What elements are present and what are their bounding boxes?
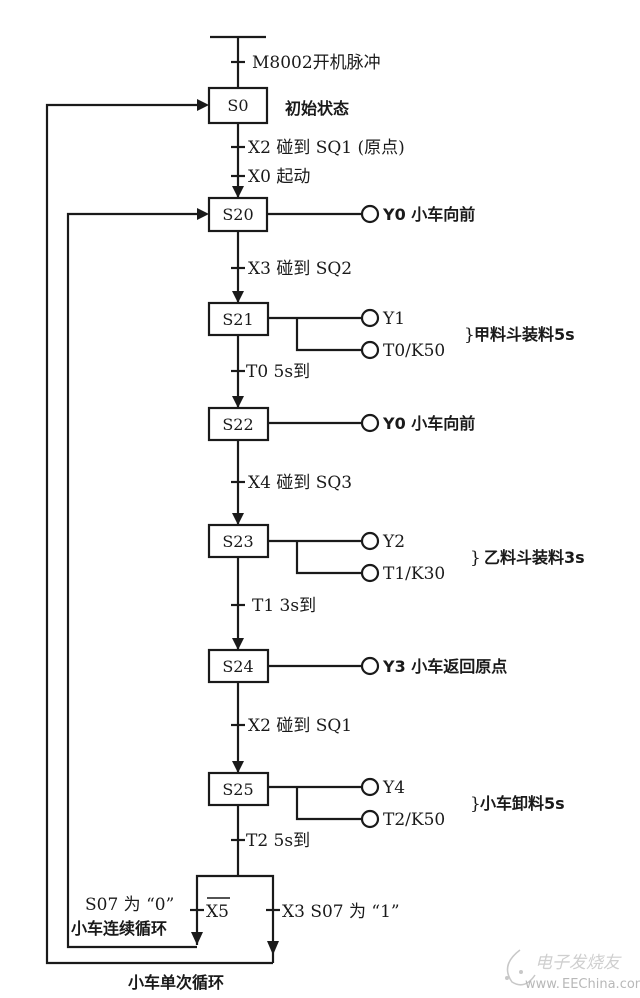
watermark-swirl-icon [506, 949, 536, 986]
arrow-right-icon [197, 208, 209, 220]
transition-s0-x0: X0 起动 [248, 167, 310, 187]
action-branch-line [295, 541, 362, 575]
transition-branch-x5: X5 [206, 902, 229, 922]
timer-coil-icon [360, 563, 380, 583]
watermark-dot-icon [519, 970, 523, 974]
watermark-dot-icon [505, 976, 509, 980]
output-coil-icon [360, 531, 380, 551]
arrow-down-icon [232, 761, 244, 773]
step-s23-box [207, 523, 270, 559]
single-loop-line [45, 103, 273, 965]
watermark-logo: 电子发烧友 www. EEChina.com [505, 949, 640, 992]
s22-output-y0: Y0 小车向前 [382, 414, 475, 433]
s23-output-y2: Y2 [382, 532, 405, 552]
transition-s0-x2: X2 碰到 SQ1 (原点) [248, 138, 405, 158]
s25-output-y4: Y4 [382, 778, 405, 798]
step-s0-box [207, 86, 269, 125]
brace: } [464, 325, 475, 345]
transition-s21: T0 5s到 [246, 362, 310, 382]
action-branch-line [295, 318, 362, 352]
s25-output-t2: T2/K50 [383, 810, 445, 830]
s25-group-note: 小车卸料5s [480, 794, 565, 813]
action-branch-line [295, 787, 362, 821]
s21-output-y1: Y1 [382, 309, 405, 329]
brace: } [470, 794, 481, 814]
arrow-right-icon [197, 99, 209, 111]
output-coil-icon [360, 308, 380, 328]
output-coil-icon [360, 777, 380, 797]
step-s25-label: S25 [222, 780, 253, 799]
output-coil-icon [360, 656, 380, 676]
loop-continuous-cond: S07 为 “0” [85, 895, 174, 915]
loop-single-label: 小车单次循环 [128, 973, 224, 992]
watermark-site: EEChina.com [562, 977, 640, 992]
transition-s22: X4 碰到 SQ3 [248, 473, 352, 493]
s24-output-y3: Y3 小车返回原点 [382, 657, 507, 676]
transition-s24: X2 碰到 SQ1 [248, 716, 352, 736]
step-s23-label: S23 [222, 532, 253, 551]
s21-group-note: 甲料斗装料5s [474, 325, 575, 344]
transition-s23: T1 3s到 [252, 596, 316, 616]
arrow-down-icon [232, 513, 244, 525]
arrow-down-icon [232, 186, 244, 198]
arrow-down-icon [267, 941, 279, 955]
transition-branch-x3: X3 S07 为 “1” [282, 902, 400, 922]
transition-s20: X3 碰到 SQ2 [248, 259, 352, 279]
s21-output-t0: T0/K50 [383, 341, 445, 361]
s23-output-t1: T1/K30 [383, 564, 445, 584]
output-coil-icon [360, 204, 380, 224]
step-s22-label: S22 [222, 415, 253, 434]
continuous-loop-line [66, 212, 197, 949]
s20-output-y0: Y0 小车向前 [382, 205, 475, 224]
watermark-prefix: www. [525, 977, 560, 992]
timer-coil-icon [360, 340, 380, 360]
transition-s25: T2 5s到 [246, 831, 310, 851]
timer-coil-icon [360, 809, 380, 829]
arrow-down-icon [232, 638, 244, 650]
step-s24-label: S24 [222, 657, 253, 676]
step-s21-label: S21 [222, 310, 253, 329]
arrow-down-icon [232, 396, 244, 408]
step-s20-label: S20 [222, 205, 253, 224]
step-s25-box [207, 771, 270, 807]
initial-pulse-label: M8002开机脉冲 [252, 53, 381, 73]
arrow-down-icon [191, 932, 203, 945]
output-coil-icon [360, 413, 380, 433]
watermark-chinese: 电子发烧友 [535, 953, 622, 973]
step-s0-note: 初始状态 [285, 99, 349, 118]
s23-group-note: 乙料斗装料3s [484, 548, 585, 567]
step-s0-label: S0 [227, 96, 248, 115]
arrow-down-icon [232, 291, 244, 303]
loop-continuous-label: 小车连续循环 [71, 919, 167, 938]
brace: } [470, 548, 481, 568]
